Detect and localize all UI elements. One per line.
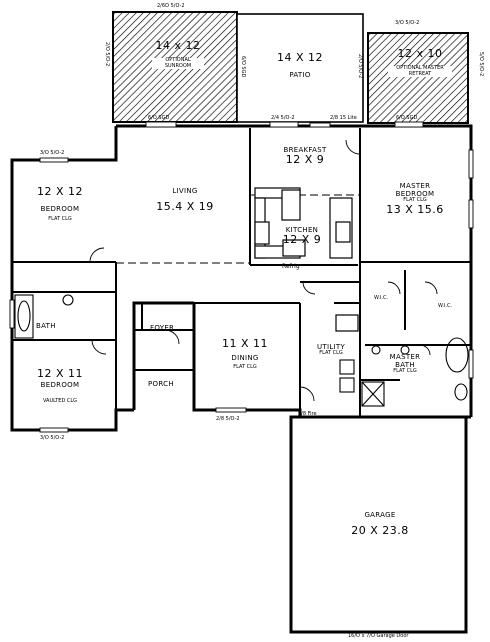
window-note-retreat-door: 6/O SGD xyxy=(396,115,418,121)
wic-right-name: W.I.C. xyxy=(438,303,453,309)
master-bedroom-label: MASTER BEDROOM FLAT CLG 13 X 15.6 xyxy=(370,182,460,216)
patio-label: 14 X 12 PATIO xyxy=(250,51,350,79)
dining-label: 11 X 11 DINING FLAT CLG xyxy=(205,337,285,370)
door-swings xyxy=(89,139,438,402)
window-note-breakfast-door: 2/8 15 Lite xyxy=(330,115,357,121)
retreat-label: 12 x 10 OPTIONAL MASTER RETREAT xyxy=(380,47,460,79)
dining-dims: 11 X 11 xyxy=(221,337,269,350)
window-note-bedroom-bottom: 3/O 5/O-2 xyxy=(40,435,65,441)
garage-name: GARAGE xyxy=(364,511,396,519)
windows xyxy=(9,121,474,433)
window-note-left-sunroom: 2/O 5/O-2 xyxy=(104,42,110,67)
living-dims: 15.4 X 19 xyxy=(156,200,214,214)
utility-ceiling: FLAT CLG xyxy=(319,350,343,357)
window-note-patio-door: 6/O SGD xyxy=(240,56,246,78)
bedroom-bottom-name: BEDROOM xyxy=(40,380,80,389)
window-note-right-retreat: 5/O 5/O-2 xyxy=(478,52,484,77)
bedroom-bottom-ceiling: VAULTED CLG xyxy=(42,397,78,404)
retreat-dims: 12 x 10 xyxy=(397,47,443,60)
door-note-garage: 16/O x 7/O Garage Door xyxy=(348,633,409,639)
master-bedroom-name: MASTER BEDROOM xyxy=(395,182,435,199)
retreat-area xyxy=(367,32,469,124)
retreat-name: OPTIONAL MASTER RETREAT xyxy=(388,65,452,78)
utility-name: UTILITY xyxy=(316,343,346,351)
master-bath-label: MASTER BATH FLAT CLG xyxy=(385,353,425,375)
garage-label: GARAGE 20 X 23.8 xyxy=(340,511,420,538)
kitchen-dims: 12 X 9 xyxy=(282,233,322,247)
living-name: LIVING xyxy=(172,187,198,195)
window-note-right-patio: 2/O 5/O-2 xyxy=(357,54,363,79)
window-note-breakfast-win: 2/4 5/O-2 xyxy=(271,115,295,121)
living-label: LIVING 15.4 X 19 xyxy=(130,187,240,214)
interior-walls xyxy=(12,128,471,417)
wic-left-name: W.I.C. xyxy=(374,295,389,301)
bedroom-top-label: 12 X 12 BEDROOM FLAT CLG xyxy=(20,185,100,222)
window-note-bedroom-top: 3/O 5/O-2 xyxy=(40,150,65,156)
patio-name: PATIO xyxy=(289,70,311,79)
window-note-sunroom-door: 6/O SGD xyxy=(148,115,170,121)
bedroom-top-name: BEDROOM xyxy=(40,204,80,213)
patio-area xyxy=(236,13,364,123)
porch-name: PORCH xyxy=(148,380,174,388)
kitchen-label: KITCHEN 12 X 9 xyxy=(272,226,332,247)
refrig-label: Refrig xyxy=(282,263,300,270)
dining-name: DINING xyxy=(231,353,259,362)
bath-fixtures xyxy=(14,294,469,407)
bedroom-top-ceiling: FLAT CLG xyxy=(48,215,72,222)
breakfast-label: BREAKFAST 12 X 9 xyxy=(265,146,345,167)
master-bedroom-ceiling: FLAT CLG xyxy=(403,197,427,204)
patio-dims: 14 X 12 xyxy=(276,51,324,64)
master-bath-ceiling: FLAT CLG xyxy=(393,368,417,375)
kitchen-name: KITCHEN xyxy=(285,226,319,234)
foyer-name: FOYER xyxy=(150,324,175,332)
window-note-top-sunroom: 2/6O 5/O-2 xyxy=(157,3,185,9)
breakfast-dims: 12 X 9 xyxy=(285,153,325,167)
dining-ceiling: FLAT CLG xyxy=(233,363,257,370)
window-note-dining: 2/8 5/O-2 xyxy=(216,416,240,422)
garage-dims: 20 X 23.8 xyxy=(351,524,409,538)
breakfast-name: BREAKFAST xyxy=(283,146,327,154)
master-bedroom-dims: 13 X 15.6 xyxy=(386,202,444,216)
sunroom-label: 14 x 12 OPTIONAL SUNROOM xyxy=(128,39,228,71)
door-note-utility: 2/8 Fire xyxy=(298,411,317,417)
window-note-top-retreat: 3/O 5/O-2 xyxy=(395,20,420,26)
utility-label: UTILITY FLAT CLG xyxy=(306,343,356,357)
bedroom-bottom-dims: 12 X 11 xyxy=(36,367,84,380)
master-bath-name: MASTER BATH xyxy=(389,353,421,370)
sunroom-dims: 14 x 12 xyxy=(155,39,201,52)
kitchen-counters xyxy=(254,187,359,332)
bath-name: BATH xyxy=(36,322,56,330)
bedroom-bottom-label: 12 X 11 BEDROOM VAULTED CLG xyxy=(20,367,100,404)
bedroom-top-dims: 12 X 12 xyxy=(36,185,84,198)
sunroom-name: OPTIONAL SUNROOM xyxy=(152,57,204,70)
